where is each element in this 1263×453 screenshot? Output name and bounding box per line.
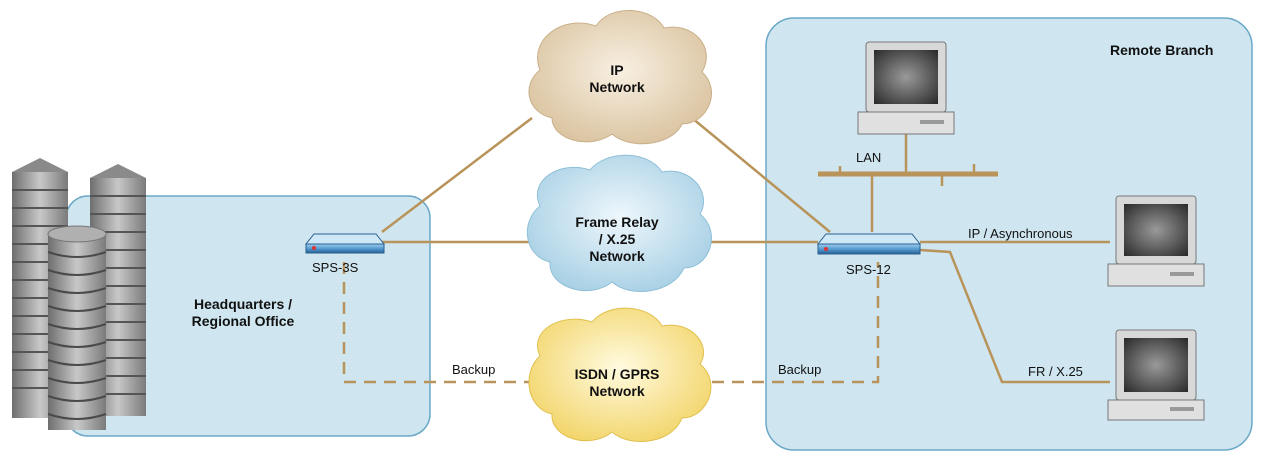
sps-12-label: SPS-12 [846,262,891,277]
fr-x25-label: FR / X.25 [1028,364,1083,379]
lan-bus [818,134,998,186]
ip-to-branch-link [691,117,831,233]
isdn-gprs-label: ISDN / GPRS Network [574,366,660,399]
headquarters-buildings-icon [12,158,146,430]
lan-computer-icon [857,41,955,135]
frame-relay-label: Frame Relay / X.25 Network [575,214,659,264]
hq-to-ip-link [381,117,533,233]
sps-12-router-icon [816,233,922,255]
frame-relay-cloud [526,154,712,292]
isdn-gprs-cloud [528,307,712,442]
headquarters-label: Headquarters / Regional Office [191,296,295,329]
ip-async-label: IP / Asynchronous [968,226,1073,241]
fr-x25-link [919,248,1110,384]
fr-x25-computer-icon [1107,329,1205,421]
ip-async-computer-icon [1107,195,1205,287]
sps-3s-router-icon [304,233,386,254]
sps-3s-label: SPS-3S [312,260,359,275]
ip-network-cloud [528,10,712,145]
backup-left-link [342,262,530,384]
ip-network-label: IP Network [589,62,645,95]
backup-left-label: Backup [452,362,496,377]
backup-right-label: Backup [778,362,822,377]
lan-label: LAN [856,150,882,165]
links [342,117,1110,384]
backup-right-link [692,262,880,384]
remote-branch-label: Remote Branch [1110,42,1214,58]
